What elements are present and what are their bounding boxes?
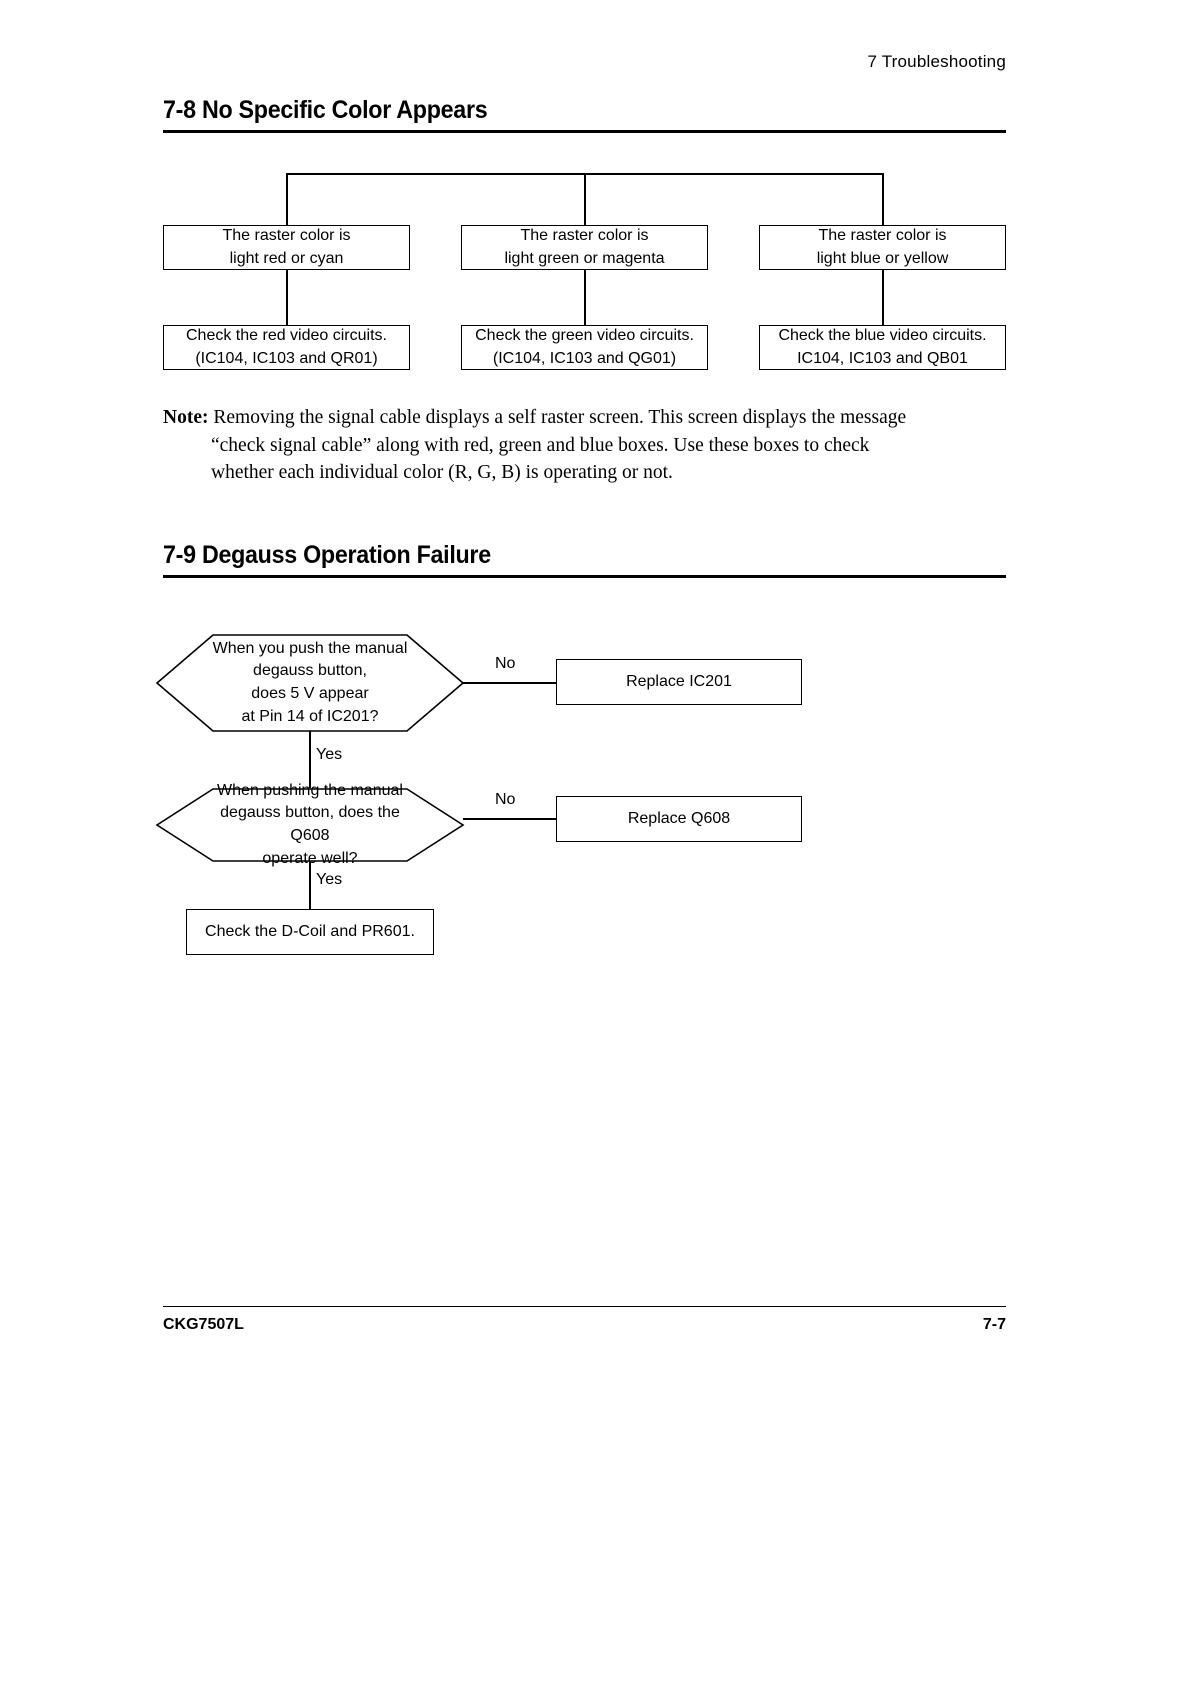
symptom-box-blue-yellow-line1: The raster color is bbox=[818, 227, 947, 245]
decision-hex-2-line3: operate well? bbox=[262, 849, 358, 867]
final-box-check-dcoil-label: Check the D-Coil and PR601. bbox=[205, 922, 415, 940]
result-box-replace-ic201: Replace IC201 bbox=[556, 659, 802, 705]
symptom-box-red-cyan-line1: The raster color is bbox=[222, 227, 351, 245]
bus-drop-2 bbox=[584, 173, 586, 225]
branch-yes-label-1: Yes bbox=[316, 746, 343, 763]
result-box-replace-q608: Replace Q608 bbox=[556, 796, 802, 842]
symptom-box-red-cyan: The raster color is light red or cyan bbox=[163, 225, 410, 270]
symptom-box-green-magenta-line1: The raster color is bbox=[520, 227, 649, 245]
connector-symptom-to-action-2 bbox=[584, 270, 586, 325]
note-line-1: Removing the signal cable displays a sel… bbox=[213, 407, 907, 428]
decision-hex-1-line3: does 5 V appear bbox=[251, 685, 369, 702]
page-title-7-8: 7-8 No Specific Color Appears bbox=[163, 96, 488, 124]
decision-hex-2: When pushing the manual degauss button, … bbox=[156, 782, 464, 867]
action-box-red-line1: Check the red video circuits. bbox=[186, 327, 387, 345]
section-heading-7-9: 7-9 Degauss Operation Failure bbox=[163, 541, 1006, 578]
branch-yes-line-2 bbox=[309, 861, 311, 909]
branch-yes-label-2: Yes bbox=[316, 871, 343, 888]
decision-hex-1-text: When you push the manual degauss button,… bbox=[157, 638, 464, 729]
action-box-red: Check the red video circuits. (IC104, IC… bbox=[163, 325, 410, 370]
connector-symptom-to-action-3 bbox=[882, 270, 884, 325]
branch-no-line-2 bbox=[463, 818, 556, 820]
result-box-replace-ic201-label: Replace IC201 bbox=[626, 672, 732, 690]
symptom-box-blue-yellow: The raster color is light blue or yellow bbox=[759, 225, 1006, 270]
action-box-green-line1: Check the green video circuits. bbox=[475, 327, 694, 345]
connector-symptom-to-action-1 bbox=[286, 270, 288, 325]
action-box-blue: Check the blue video circuits. IC104, IC… bbox=[759, 325, 1006, 370]
branch-no-label-1: No bbox=[495, 655, 516, 672]
decision-hex-1: When you push the manual degauss button,… bbox=[156, 634, 464, 732]
action-box-red-line2: (IC104, IC103 and QR01) bbox=[195, 349, 378, 367]
note-line-3: whether each individual color (R, G, B) … bbox=[211, 462, 673, 484]
symptom-box-red-cyan-line2: light red or cyan bbox=[229, 249, 344, 267]
symptom-box-green-magenta-line2: light green or magenta bbox=[504, 249, 665, 267]
heading-rule-7-8 bbox=[163, 130, 1006, 133]
decision-hex-2-line1: When pushing the manual bbox=[217, 781, 403, 799]
note-block: Note: Removing the signal cable displays… bbox=[163, 404, 963, 487]
heading-rule-7-9 bbox=[163, 575, 1006, 578]
result-box-replace-q608-label: Replace Q608 bbox=[627, 809, 731, 827]
decision-hex-1-line2: degauss button, bbox=[253, 662, 367, 680]
decision-hex-2-text: When pushing the manual degauss button, … bbox=[156, 780, 464, 871]
footer-rule bbox=[163, 1306, 1006, 1307]
action-box-green: Check the green video circuits. (IC104, … bbox=[461, 325, 708, 370]
footer-page-number: 7-7 bbox=[982, 1316, 1006, 1333]
decision-hex-1-line1: When you push the manual bbox=[212, 639, 408, 657]
bus-drop-3 bbox=[882, 173, 884, 225]
page-title-7-9: 7-9 Degauss Operation Failure bbox=[163, 541, 491, 569]
note-label: Note: bbox=[163, 407, 209, 428]
symptom-box-blue-yellow-line2: light blue or yellow bbox=[816, 249, 949, 267]
action-box-blue-line1: Check the blue video circuits. bbox=[778, 327, 987, 345]
section-heading-7-8: 7-8 No Specific Color Appears bbox=[163, 96, 1006, 133]
symptom-box-green-magenta: The raster color is light green or magen… bbox=[461, 225, 708, 270]
final-box-check-dcoil: Check the D-Coil and PR601. bbox=[186, 909, 434, 955]
branch-no-label-2: No bbox=[495, 791, 516, 808]
running-header: 7 Troubleshooting bbox=[867, 52, 1006, 71]
action-box-blue-line2: IC104, IC103 and QB01 bbox=[797, 349, 968, 367]
branch-yes-line-1 bbox=[309, 731, 311, 788]
action-box-green-line2: (IC104, IC103 and QG01) bbox=[492, 349, 677, 367]
bus-drop-1 bbox=[286, 173, 288, 225]
decision-hex-2-line2: degauss button, does the Q608 bbox=[220, 804, 400, 844]
branch-no-line-1 bbox=[463, 682, 556, 684]
footer-model: CKG7507L bbox=[163, 1316, 244, 1333]
note-line-2: “check signal cable” along with red, gre… bbox=[211, 434, 870, 456]
decision-hex-1-line4: at Pin 14 of IC201? bbox=[241, 707, 379, 725]
